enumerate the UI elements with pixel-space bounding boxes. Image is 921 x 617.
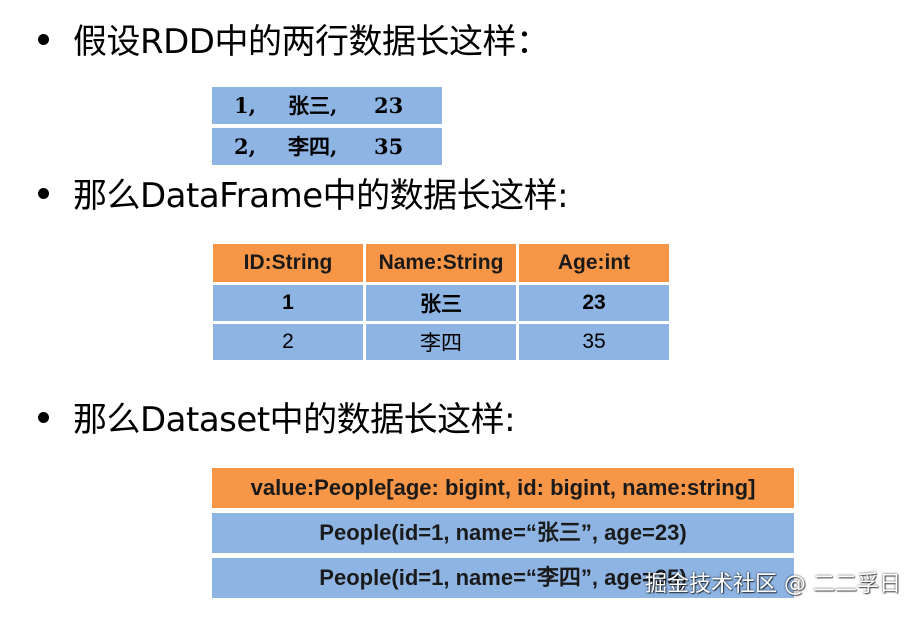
bullet-dataframe-text: 那么DataFrame中的数据长这样: bbox=[73, 176, 569, 216]
bullet-dot-icon bbox=[38, 412, 49, 423]
rdd-cell-age: 35 bbox=[374, 134, 404, 159]
table-row: 2 李四 35 bbox=[213, 324, 669, 360]
rdd-cell-name: 李四, bbox=[288, 134, 338, 159]
cell-name: 李四 bbox=[366, 324, 516, 360]
header-name: Name:String bbox=[366, 244, 516, 282]
dataset-box: value:People[age: bigint, id: bigint, na… bbox=[212, 468, 794, 603]
watermark: 掘金技术社区 @ 二二孚日 bbox=[645, 572, 901, 597]
bullet-dot-icon bbox=[38, 34, 49, 45]
header-id: ID:String bbox=[213, 244, 363, 282]
rdd-cell-id: 1, bbox=[234, 93, 256, 118]
rdd-cell-name: 张三, bbox=[288, 93, 338, 118]
dataset-schema: value:People[age: bigint, id: bigint, na… bbox=[212, 468, 794, 508]
bullet-dataset-text: 那么Dataset中的数据长这样: bbox=[73, 400, 516, 440]
dataframe-table: ID:String Name:String Age:int 1 张三 23 2 … bbox=[210, 241, 672, 363]
bullet-dataframe: 那么DataFrame中的数据长这样: bbox=[38, 176, 569, 216]
cell-id: 1 bbox=[213, 285, 363, 321]
bullet-rdd-text: 假设RDD中的两行数据长这样： bbox=[73, 22, 550, 62]
dataset-row: People(id=1, name=“张三”, age=23) bbox=[212, 513, 794, 553]
cell-age: 23 bbox=[519, 285, 669, 321]
bullet-dot-icon bbox=[38, 188, 49, 199]
rdd-row: 1, 张三, 23 bbox=[212, 87, 442, 124]
bullet-rdd: 假设RDD中的两行数据长这样： bbox=[38, 22, 550, 62]
rdd-row: 2, 李四, 35 bbox=[212, 128, 442, 165]
table-header-row: ID:String Name:String Age:int bbox=[213, 244, 669, 282]
rdd-rows: 1, 张三, 23 2, 李四, 35 bbox=[212, 87, 442, 169]
cell-id: 2 bbox=[213, 324, 363, 360]
rdd-cell-id: 2, bbox=[234, 134, 256, 159]
dataset-row: People(id=1, name=“李四”, age=35) bbox=[212, 558, 794, 598]
bullet-dataset: 那么Dataset中的数据长这样: bbox=[38, 400, 516, 440]
table-row: 1 张三 23 bbox=[213, 285, 669, 321]
header-age: Age:int bbox=[519, 244, 669, 282]
cell-age: 35 bbox=[519, 324, 669, 360]
rdd-cell-age: 23 bbox=[374, 93, 404, 118]
cell-name: 张三 bbox=[366, 285, 516, 321]
